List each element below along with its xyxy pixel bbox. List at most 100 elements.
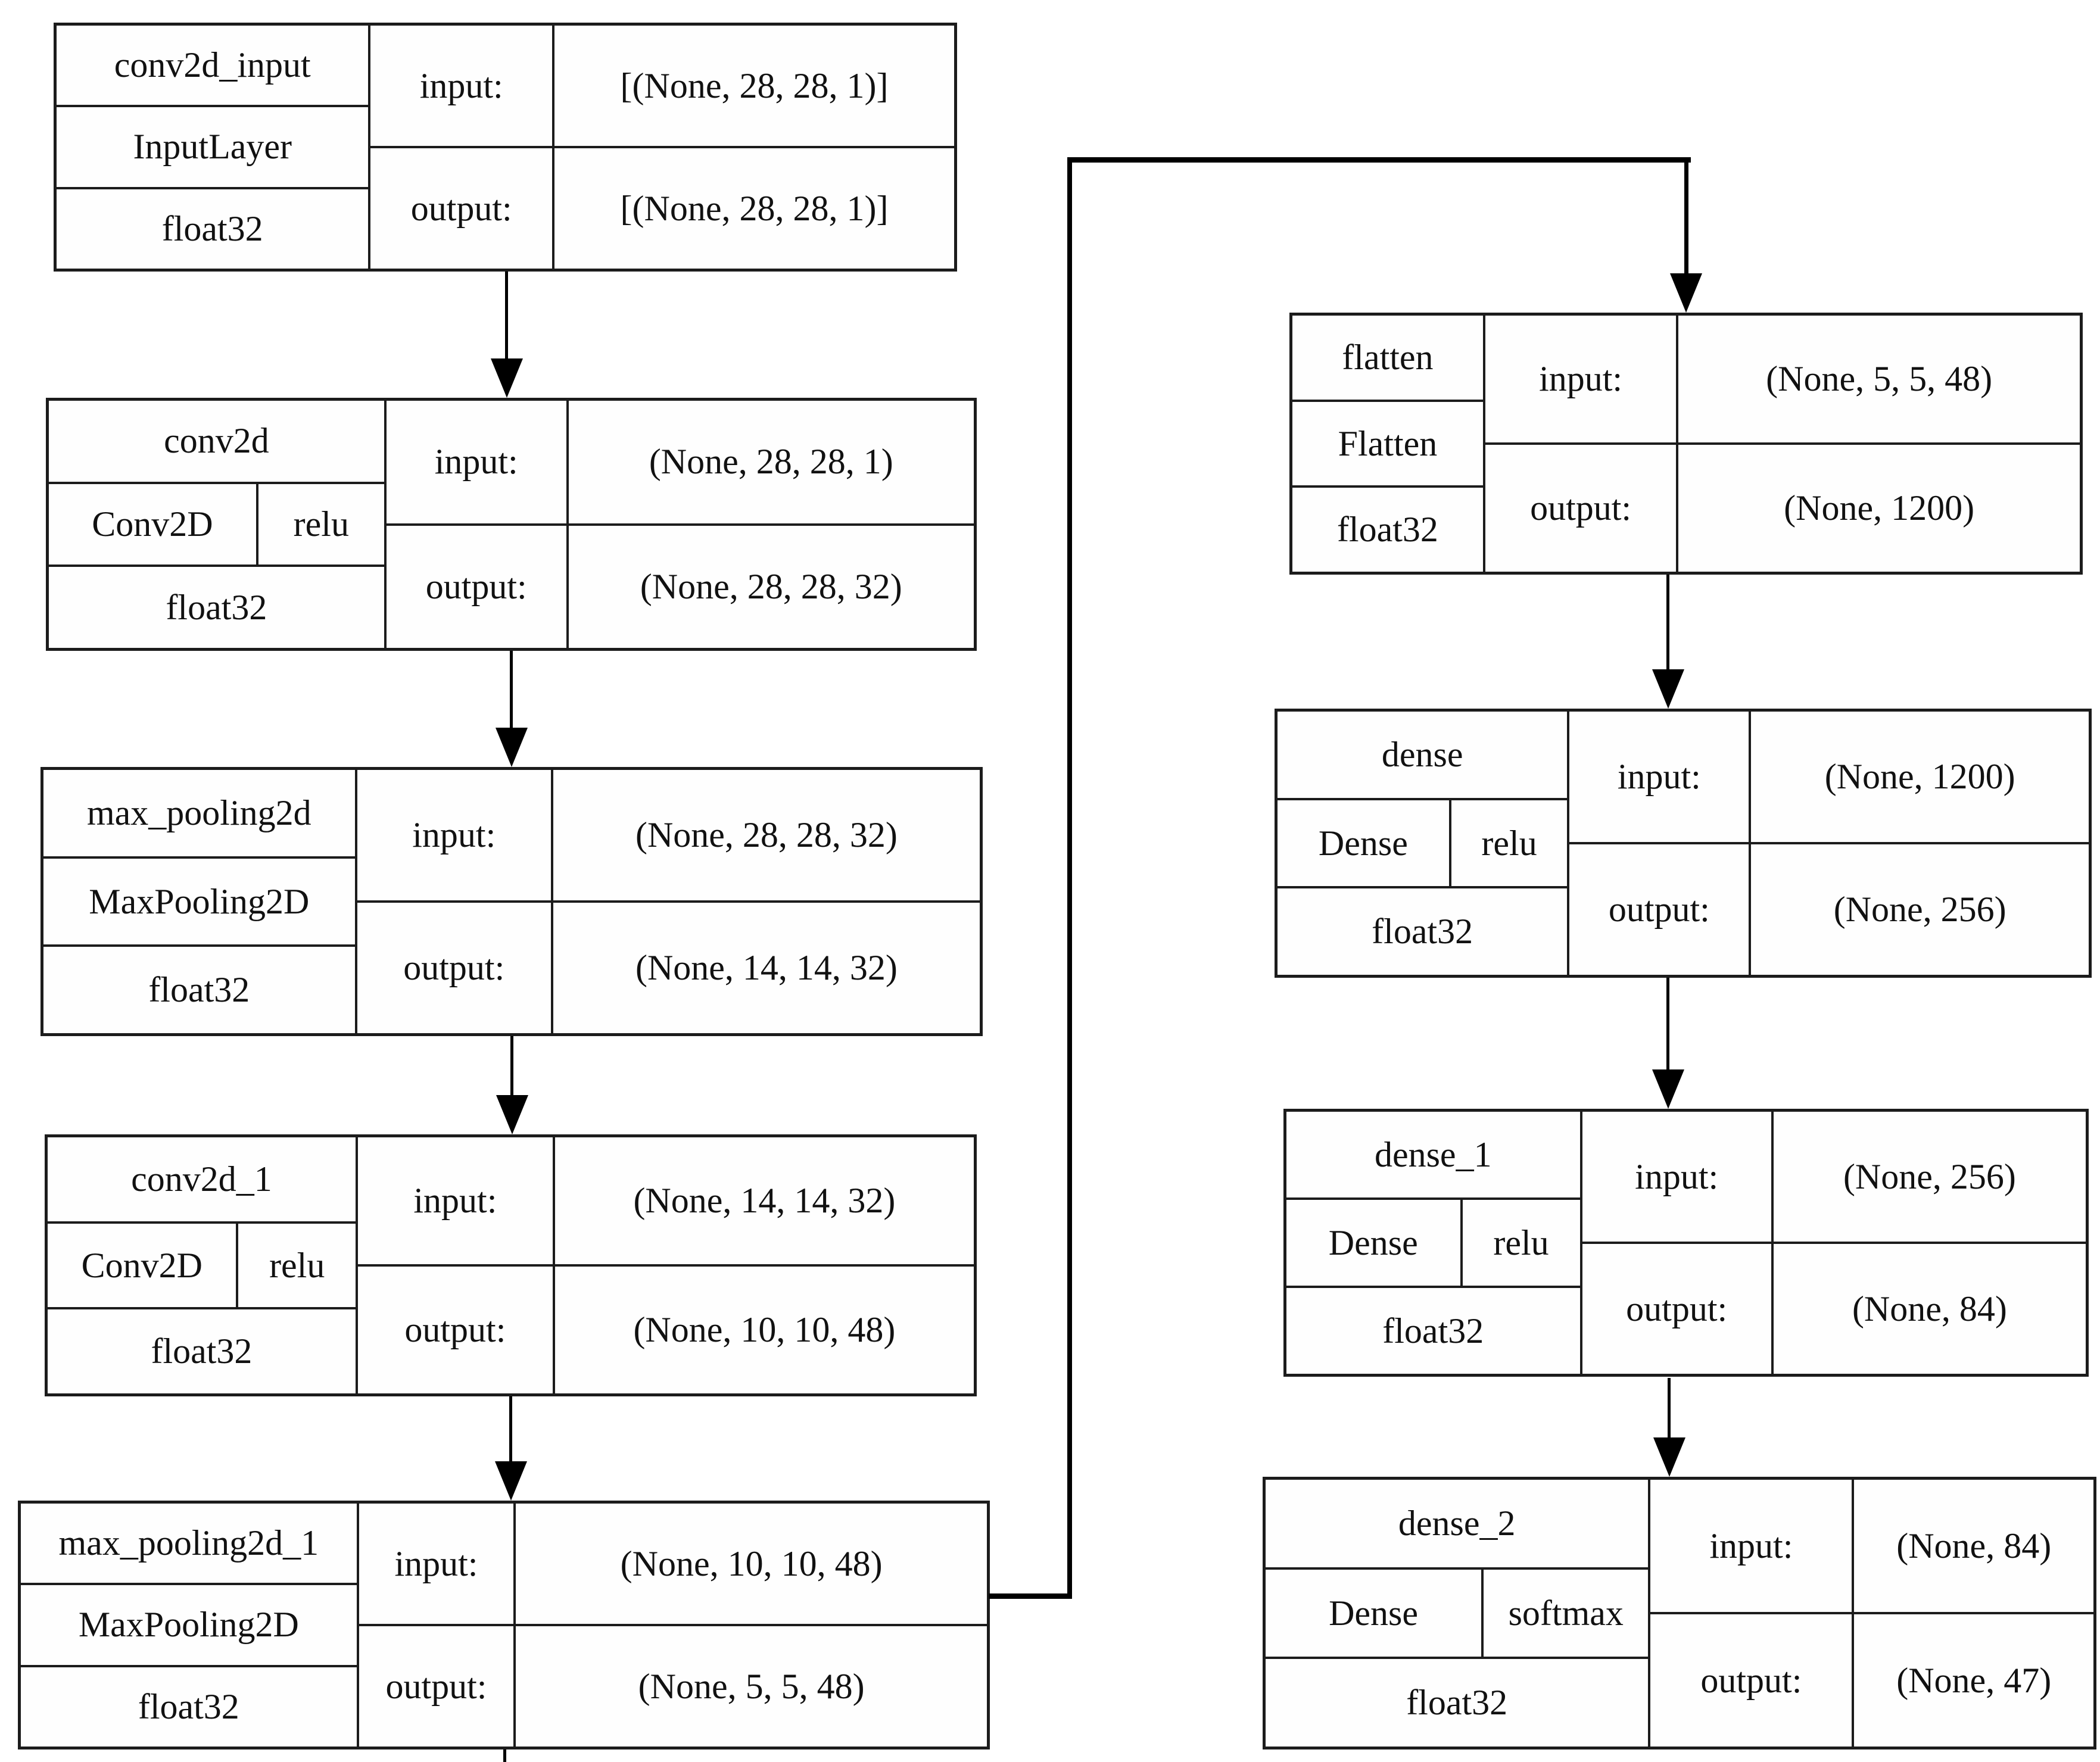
- output-row: output: (None, 1200): [1485, 445, 2080, 572]
- output-shape: (None, 28, 28, 32): [640, 566, 902, 606]
- input-row: input: (None, 1200): [1569, 712, 2089, 844]
- output-row: output: (None, 256): [1569, 844, 2089, 975]
- layer-io-column: input: (None, 1200) output: (None, 256): [1569, 712, 2089, 975]
- edge-max-pooling2d-1-to-flatten-segment-across: [1067, 157, 1691, 163]
- edge-conv2d-input-to-conv2d: [505, 272, 508, 366]
- layer-node-dense-1: dense_1 Dense relu float32 input: (None,…: [1283, 1109, 2089, 1377]
- output-shape: [(None, 28, 28, 1)]: [620, 188, 889, 228]
- output-label: output:: [1582, 1244, 1774, 1374]
- layer-name: dense_2: [1266, 1480, 1649, 1570]
- layer-info-column: conv2d Conv2D relu float32: [49, 401, 387, 648]
- output-shape: (None, 47): [1896, 1660, 2052, 1700]
- input-label: input:: [370, 26, 554, 146]
- output-row: output: [(None, 28, 28, 1)]: [370, 148, 954, 269]
- output-shape: (None, 10, 10, 48): [633, 1310, 896, 1349]
- layer-node-max-pooling2d-1: max_pooling2d_1 MaxPooling2D float32 inp…: [18, 1501, 990, 1749]
- input-row: input: (None, 5, 5, 48): [1485, 316, 2080, 445]
- layer-node-conv2d: conv2d Conv2D relu float32 input: (None,…: [46, 398, 977, 651]
- layer-dtype: float32: [1382, 1311, 1484, 1351]
- layer-name: conv2d: [49, 401, 384, 484]
- edge-dense-to-dense-1: [1666, 978, 1669, 1070]
- arrowhead-icon: [495, 1461, 527, 1501]
- layer-node-flatten: flatten Flatten float32 input: (None, 5,…: [1289, 313, 2083, 575]
- layer-name: dense_1: [1286, 1112, 1580, 1200]
- arrowhead-icon: [1652, 1069, 1684, 1109]
- layer-class-activation-row: Conv2D relu: [49, 484, 384, 567]
- arrowhead-icon: [1652, 669, 1684, 709]
- input-row: input: (None, 28, 28, 32): [357, 770, 980, 903]
- input-row: input: (None, 14, 14, 32): [357, 1137, 974, 1267]
- layer-node-dense: dense Dense relu float32 input: (None, 1…: [1275, 709, 2092, 978]
- layer-name: dense: [1278, 712, 1568, 800]
- layer-class-activation-row: Dense relu: [1286, 1200, 1580, 1288]
- layer-dtype: float32: [161, 208, 263, 248]
- input-shape: (None, 256): [1843, 1156, 2016, 1196]
- layer-class: Dense: [1278, 800, 1451, 887]
- input-shape: [(None, 28, 28, 1)]: [620, 66, 889, 105]
- input-row: input: (None, 256): [1582, 1112, 2086, 1244]
- input-shape: (None, 1200): [1824, 757, 2015, 796]
- layer-class: Conv2D: [49, 484, 258, 565]
- output-shape: (None, 256): [1833, 890, 2006, 929]
- output-shape: (None, 84): [1852, 1289, 2007, 1328]
- layer-activation: relu: [1493, 1223, 1549, 1262]
- layer-info-column: dense Dense relu float32: [1278, 712, 1570, 975]
- output-shape: (None, 14, 14, 32): [635, 948, 898, 987]
- layer-io-column: input: (None, 10, 10, 48) output: (None,…: [359, 1504, 987, 1747]
- layer-io-column: input: (None, 14, 14, 32) output: (None,…: [357, 1137, 974, 1393]
- input-label: input:: [359, 1504, 516, 1624]
- output-label: output:: [357, 903, 553, 1033]
- edge-max-pooling2d-1-to-flatten-segment-down: [1684, 157, 1688, 275]
- input-shape: (None, 5, 5, 48): [1766, 359, 1993, 398]
- layer-node-dense-2: dense_2 Dense softmax float32 input: (No…: [1263, 1477, 2096, 1749]
- output-row: output: (None, 10, 10, 48): [358, 1267, 974, 1393]
- layer-node-conv2d-input: conv2d_input InputLayer float32 input: […: [54, 23, 957, 272]
- layer-name: conv2d_input: [57, 26, 369, 108]
- edge-max-pooling2d-to-conv2d-1: [510, 1036, 513, 1102]
- input-row: input: [(None, 28, 28, 1)]: [370, 26, 954, 148]
- edge-dense-1-to-dense-2: [1668, 1378, 1671, 1439]
- input-shape: (None, 10, 10, 48): [620, 1543, 883, 1583]
- layer-class: Dense: [1286, 1200, 1463, 1286]
- input-shape: (None, 14, 14, 32): [633, 1181, 896, 1220]
- layer-class: MaxPooling2D: [43, 859, 355, 947]
- layer-dtype: float32: [1372, 912, 1473, 952]
- layer-info-column: dense_2 Dense softmax float32: [1266, 1480, 1651, 1747]
- layer-name: conv2d_1: [48, 1137, 356, 1224]
- layer-io-column: input: (None, 5, 5, 48) output: (None, 1…: [1485, 316, 2080, 572]
- edge-cropped-stub: [503, 1749, 506, 1762]
- output-label: output:: [387, 525, 569, 648]
- output-shape: (None, 5, 5, 48): [638, 1666, 865, 1706]
- arrowhead-icon: [496, 728, 528, 767]
- input-label: input:: [1650, 1480, 1855, 1612]
- input-shape: (None, 28, 28, 32): [635, 815, 898, 855]
- input-row: input: (None, 10, 10, 48): [359, 1504, 987, 1626]
- layer-name: max_pooling2d: [43, 770, 355, 859]
- layer-info-column: conv2d_input InputLayer float32: [57, 26, 371, 269]
- output-shape: (None, 1200): [1784, 488, 1975, 528]
- layer-io-column: input: (None, 84) output: (None, 47): [1650, 1480, 2093, 1747]
- layer-dtype: float32: [1336, 510, 1438, 550]
- edge-conv2d-to-max-pooling2d: [510, 651, 513, 734]
- layer-node-max-pooling2d: max_pooling2d MaxPooling2D float32 input…: [40, 767, 983, 1036]
- input-row: input: (None, 28, 28, 1): [386, 401, 974, 526]
- layer-class: Flatten: [1292, 402, 1483, 488]
- input-shape: (None, 28, 28, 1): [649, 442, 893, 482]
- layer-class: Dense: [1266, 1569, 1484, 1657]
- layer-io-column: input: (None, 28, 28, 32) output: (None,…: [357, 770, 980, 1033]
- output-row: output: (None, 14, 14, 32): [357, 903, 980, 1033]
- output-label: output:: [1485, 445, 1679, 572]
- layer-dtype: float32: [148, 970, 250, 1010]
- layer-class-activation-row: Dense softmax: [1266, 1569, 1649, 1660]
- edge-conv2d-1-to-max-pooling2d-1: [509, 1396, 512, 1469]
- layer-info-column: max_pooling2d MaxPooling2D float32: [43, 770, 357, 1033]
- layer-info-column: max_pooling2d_1 MaxPooling2D float32: [21, 1504, 359, 1747]
- arrowhead-icon: [1670, 273, 1702, 313]
- layer-io-column: input: (None, 256) output: (None, 84): [1582, 1112, 2086, 1374]
- output-row: output: (None, 5, 5, 48): [359, 1626, 987, 1747]
- output-label: output:: [1569, 844, 1752, 975]
- arrowhead-icon: [491, 358, 523, 398]
- layer-io-column: input: [(None, 28, 28, 1)] output: [(Non…: [370, 26, 954, 269]
- input-label: input:: [1569, 712, 1752, 842]
